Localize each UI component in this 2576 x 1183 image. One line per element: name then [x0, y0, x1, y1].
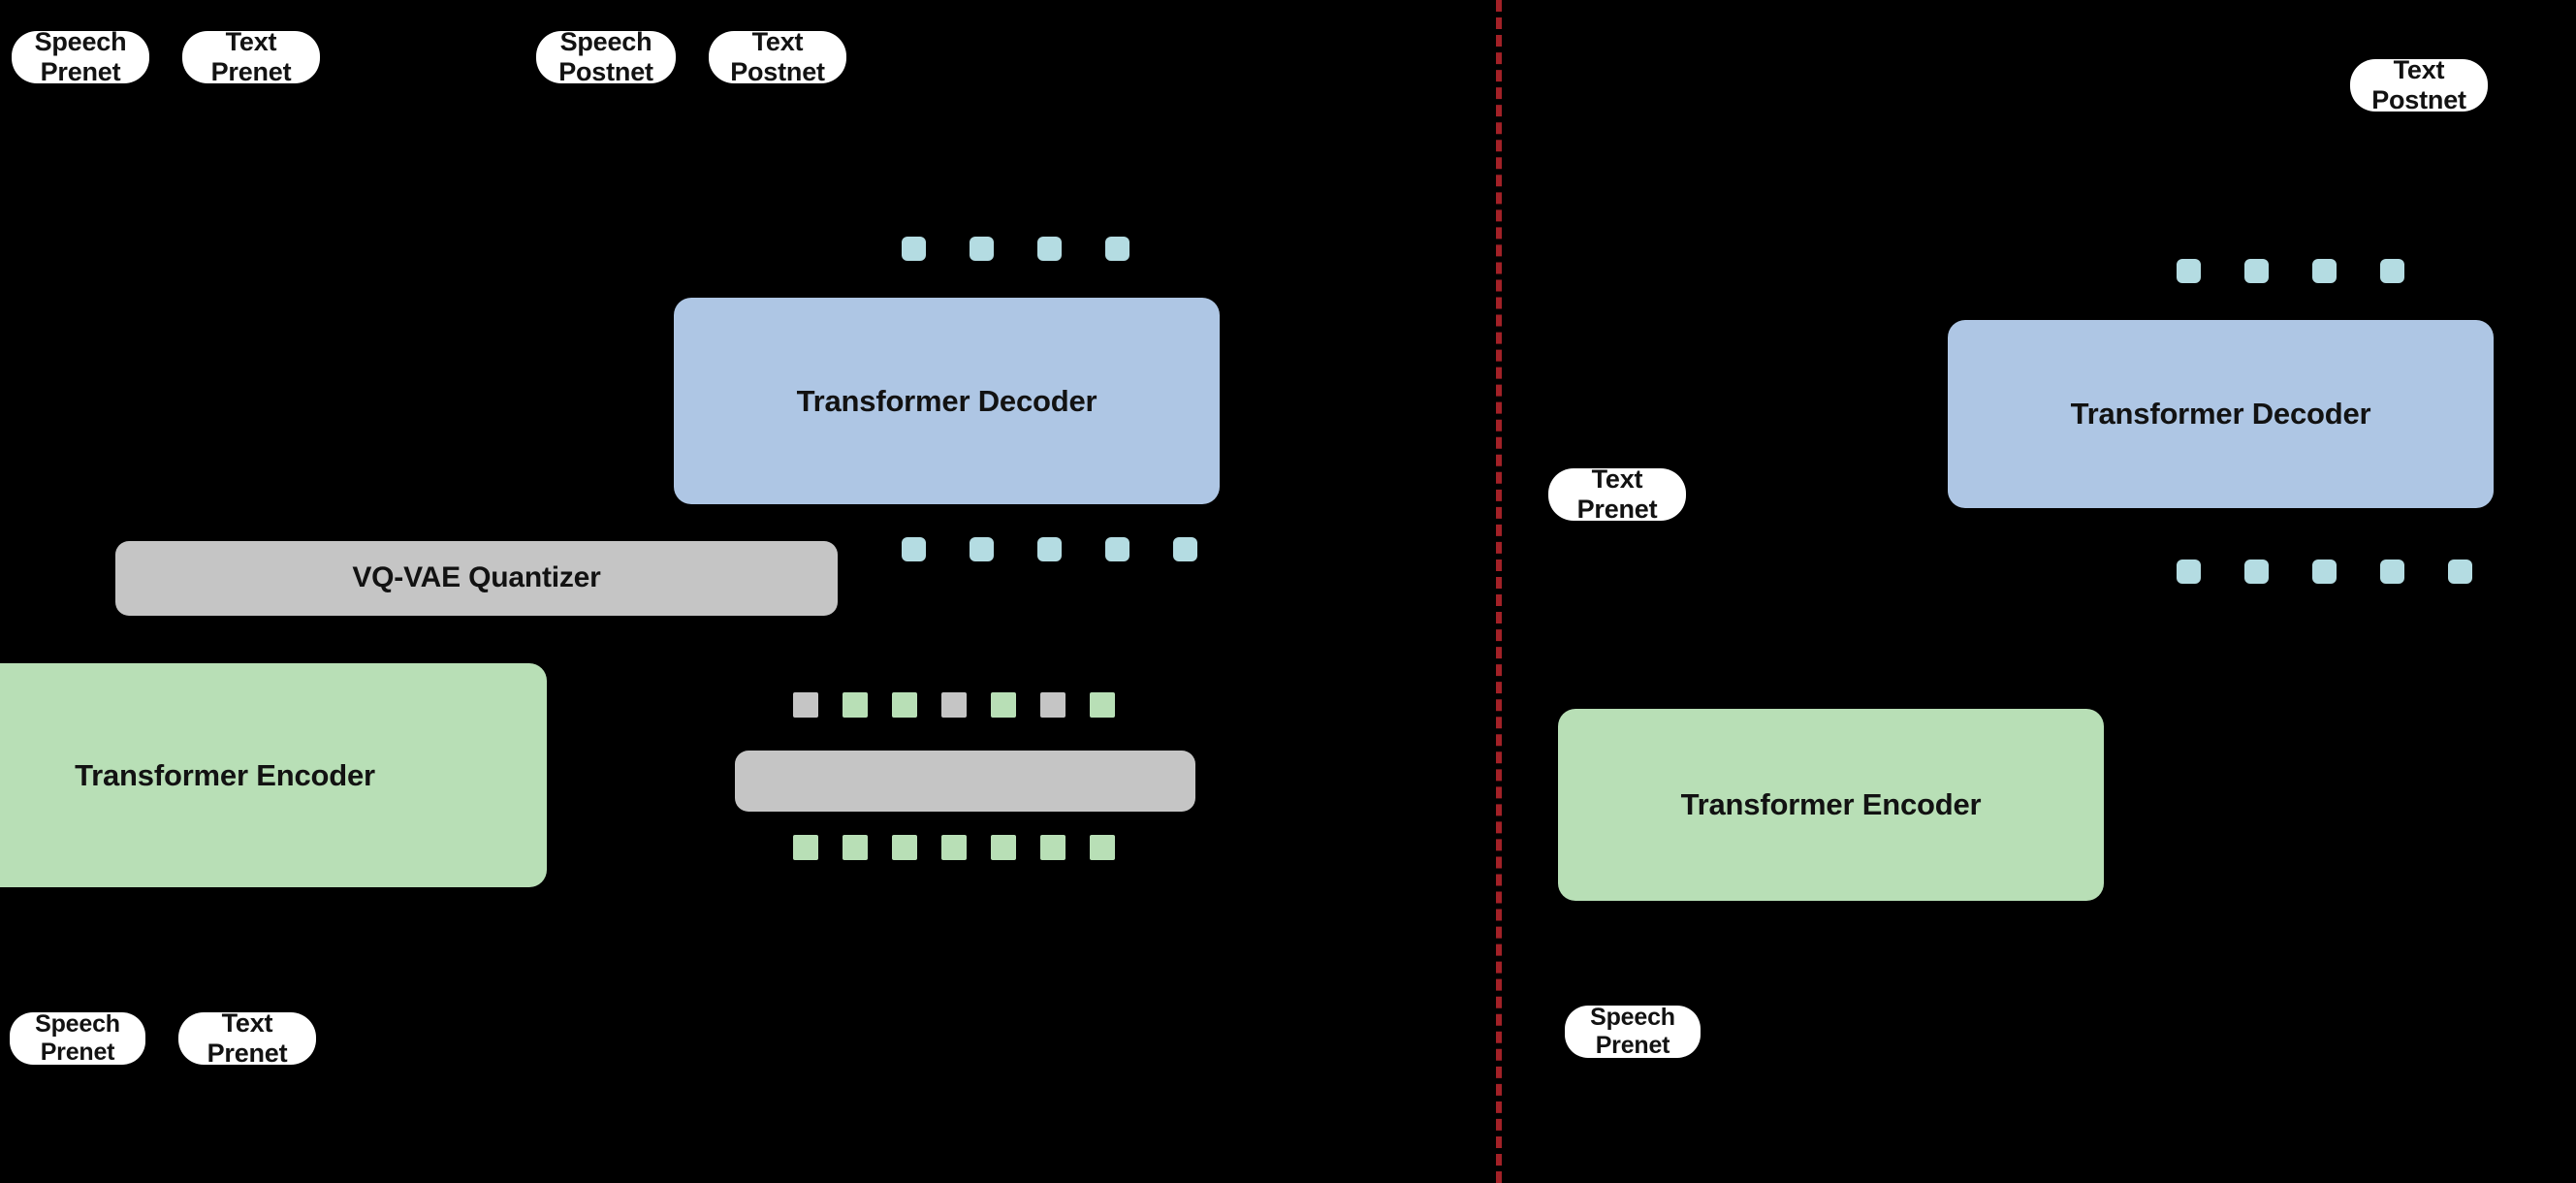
token-square-blue — [902, 537, 926, 561]
vq-vae-quantizer-block: VQ-VAE Quantizer — [115, 541, 838, 616]
token-square-green — [892, 692, 917, 718]
token-square-blue — [1037, 237, 1062, 261]
token-square-blue — [1105, 237, 1129, 261]
token-square-green — [991, 835, 1016, 860]
token-square-gray — [793, 692, 818, 718]
panel-separator-dashed-line — [1496, 0, 1502, 1183]
token-square-blue — [2380, 259, 2404, 283]
token-square-blue — [970, 237, 994, 261]
text-postnet-chip: Text Postnet — [709, 27, 846, 86]
transformer-encoder-label: Transformer Encoder — [1680, 787, 1982, 822]
text-prenet-label: Text Prenet — [1576, 464, 1658, 524]
decoder-output-tokens — [902, 237, 1129, 261]
text-postnet-chip: Text Postnet — [2350, 55, 2488, 114]
text-prenet-chip: Text Prenet — [182, 27, 320, 86]
speech-prenet-label: Speech Prenet — [35, 1010, 120, 1066]
token-square-green — [941, 835, 967, 860]
token-square-gray — [1040, 692, 1065, 718]
token-square-blue — [970, 537, 994, 561]
transformer-decoder-block: Transformer Decoder — [1948, 320, 2494, 508]
transformer-decoder-block: Transformer Decoder — [674, 298, 1220, 504]
token-square-blue — [2312, 259, 2337, 283]
transformer-encoder-block: Transformer Encoder — [1558, 709, 2104, 901]
transformer-decoder-label: Transformer Decoder — [796, 383, 1097, 418]
codebook-bar — [735, 751, 1195, 812]
speech-prenet-label: Speech Prenet — [34, 26, 127, 86]
vq-vae-quantizer-label: VQ-VAE Quantizer — [352, 561, 601, 594]
token-square-green — [1040, 835, 1065, 860]
token-square-green — [991, 692, 1016, 718]
token-square-green — [892, 835, 917, 860]
text-prenet-chip: Text Prenet — [178, 1008, 316, 1068]
speech-prenet-chip: Speech Prenet — [10, 1010, 145, 1066]
speech-postnet-label: Speech Postnet — [558, 26, 653, 86]
decoder-output-tokens — [2177, 259, 2404, 283]
quantized-mixed-tokens — [793, 692, 1115, 718]
token-square-blue — [2177, 259, 2201, 283]
speech-prenet-label: Speech Prenet — [1590, 1004, 1675, 1059]
text-prenet-label: Text Prenet — [210, 26, 292, 86]
token-square-blue — [1037, 537, 1062, 561]
text-postnet-label: Text Postnet — [730, 26, 825, 86]
text-prenet-label: Text Prenet — [207, 1007, 288, 1068]
transformer-encoder-block: Transformer Encoder — [0, 663, 547, 887]
token-square-blue — [2177, 560, 2201, 584]
token-square-blue — [1173, 537, 1197, 561]
token-square-green — [843, 692, 868, 718]
transformer-encoder-label: Transformer Encoder — [75, 757, 375, 792]
token-square-blue — [902, 237, 926, 261]
token-square-green — [793, 835, 818, 860]
token-square-blue — [2448, 560, 2472, 584]
token-square-gray — [941, 692, 967, 718]
token-square-blue — [2380, 560, 2404, 584]
text-prenet-chip: Text Prenet — [1548, 464, 1686, 524]
token-square-blue — [2244, 560, 2269, 584]
decoder-input-tokens — [902, 537, 1197, 561]
token-square-green — [1090, 835, 1115, 860]
token-square-blue — [1105, 537, 1129, 561]
decoder-input-tokens — [2177, 560, 2472, 584]
token-square-green — [843, 835, 868, 860]
encoder-latent-tokens — [793, 835, 1115, 860]
text-postnet-label: Text Postnet — [2371, 54, 2466, 114]
token-square-green — [1090, 692, 1115, 718]
speech-postnet-chip: Speech Postnet — [536, 27, 676, 86]
token-square-blue — [2312, 560, 2337, 584]
speech-prenet-chip: Speech Prenet — [1565, 1004, 1701, 1059]
transformer-decoder-label: Transformer Decoder — [2070, 397, 2371, 432]
token-square-blue — [2244, 259, 2269, 283]
speech-prenet-chip: Speech Prenet — [12, 27, 149, 86]
